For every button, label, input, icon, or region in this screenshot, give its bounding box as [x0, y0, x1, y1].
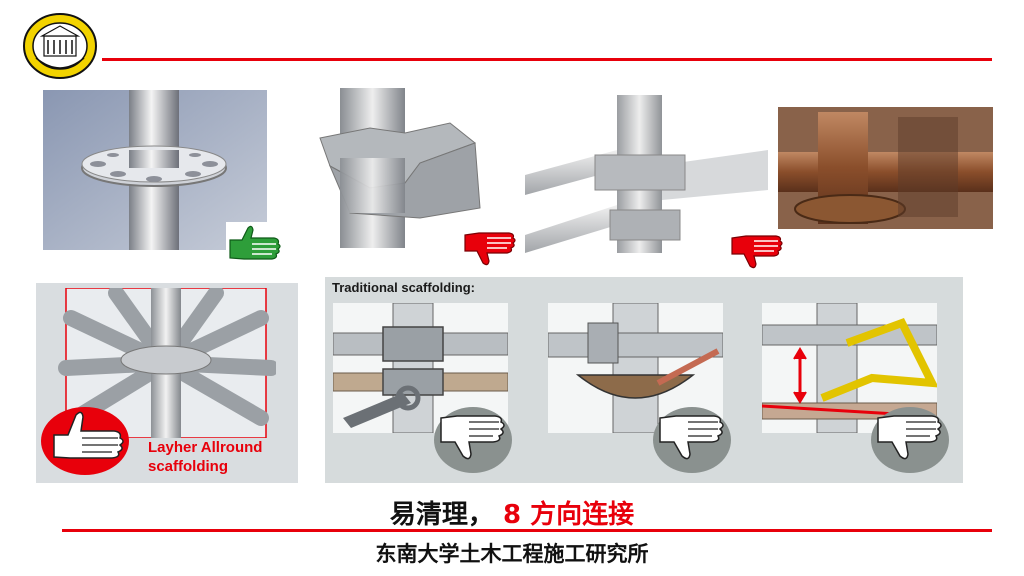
footer-text: 东南大学土木工程施工研究所 — [375, 542, 649, 566]
thumb-up-icon — [226, 222, 286, 264]
thumb-down-icon — [461, 227, 521, 269]
caption-left: 易清理， — [389, 500, 494, 530]
rusty-connector-photo — [778, 107, 993, 229]
coupler-illustration — [333, 303, 508, 433]
university-logo — [23, 13, 97, 79]
bottom-divider — [62, 529, 992, 532]
coupler-panel — [333, 303, 508, 433]
thumb-down-icon — [728, 230, 788, 272]
traditional-title: Traditional scaffolding: — [332, 280, 476, 295]
caption-right: 8 方向连接 — [502, 500, 635, 530]
traditional-panel: Traditional scaffolding: — [325, 277, 963, 483]
thumb-down-icon — [871, 407, 949, 473]
cuplock-connector-photo — [525, 95, 768, 253]
slide-caption: 易清理， 8 方向连接 — [0, 494, 1024, 531]
wedge-connector-photo — [310, 88, 490, 248]
top-divider — [102, 58, 992, 61]
rosette-photo — [43, 90, 267, 250]
thumb-down-icon — [434, 407, 512, 473]
thumb-down-icon — [653, 407, 731, 473]
layher-node-illustration — [58, 288, 276, 438]
layher-label: Layher Allround scaffolding — [148, 439, 263, 475]
layher-panel: Layher Allround scaffolding — [36, 283, 298, 483]
thumb-up-icon — [41, 407, 129, 475]
